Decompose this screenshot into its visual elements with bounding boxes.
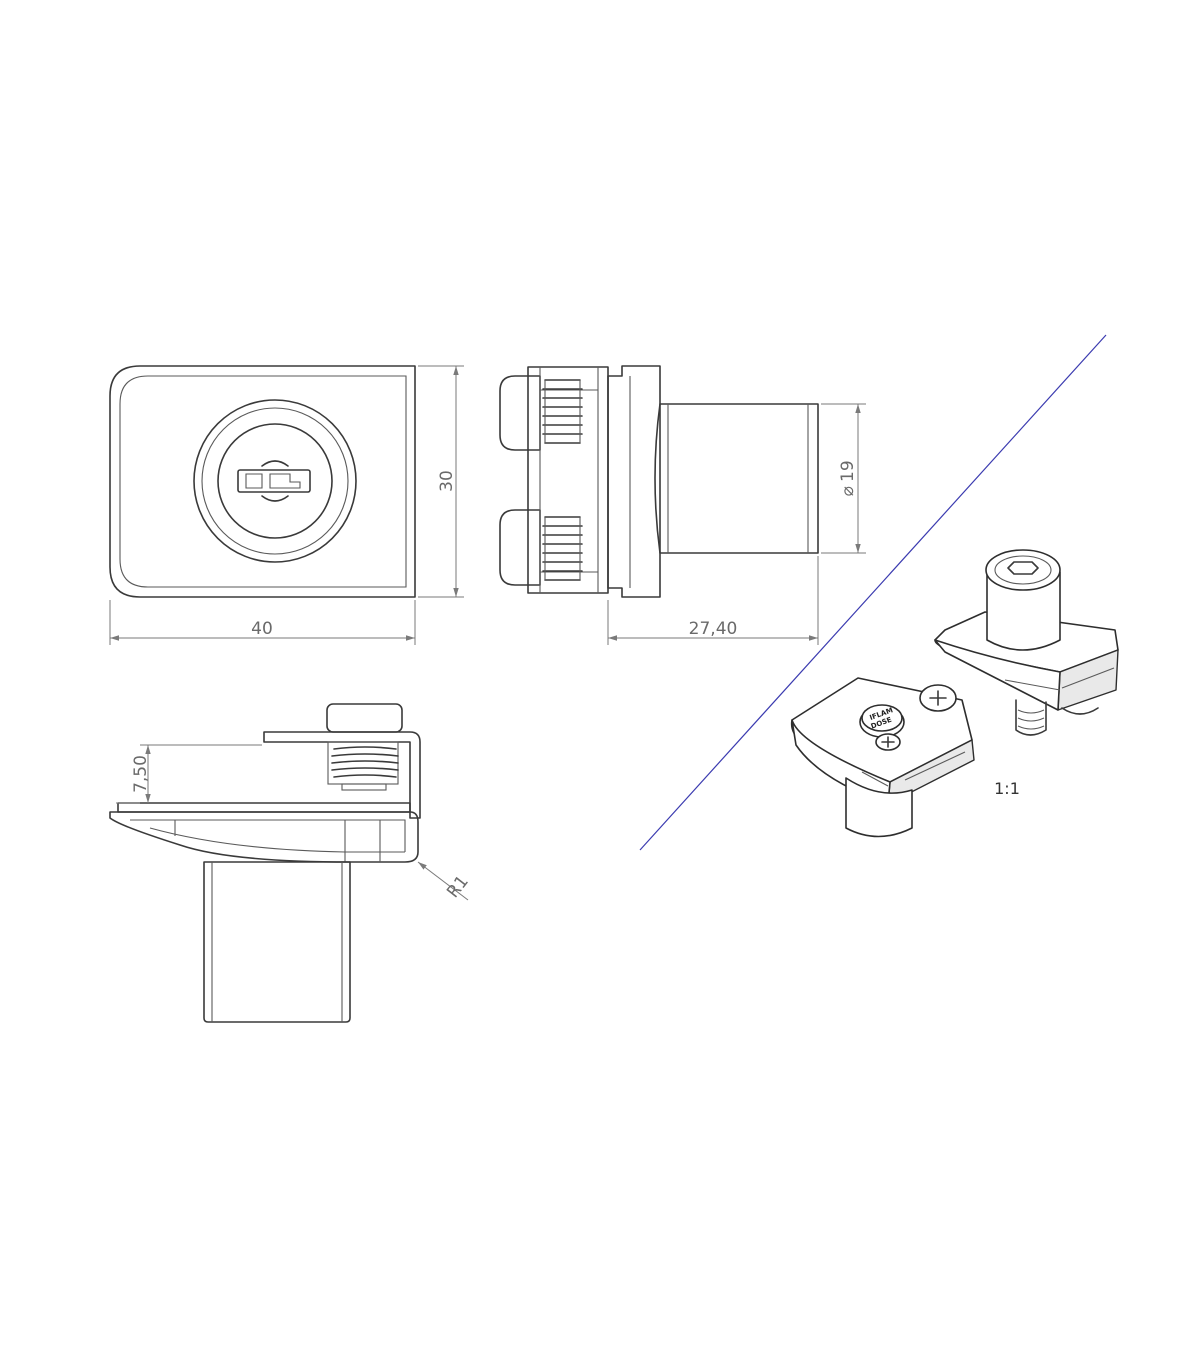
dimension-offset-label: 7,50: [131, 755, 151, 793]
isometric-view: IFLAM DOSE 1:1: [790, 549, 1119, 838]
upper-thread: [542, 379, 583, 444]
front-plate-outline: [109, 365, 416, 598]
flange: [607, 365, 661, 598]
side-view: [499, 365, 819, 598]
clamp-bracket: [263, 731, 421, 819]
keyhole-icon: [237, 460, 311, 502]
dimension-height-label: 30: [437, 470, 457, 492]
screw-head: [326, 703, 403, 733]
dimension-depth-label: 27,40: [689, 619, 738, 639]
front-plate-inner: [119, 375, 407, 588]
diameter-symbol: ⌀: [838, 486, 858, 496]
bottom-view: [109, 703, 421, 1023]
lower-thread: [542, 516, 583, 581]
lock-middle-ring: [201, 407, 349, 555]
section-divider-line: [639, 334, 1107, 851]
lock-part-isometric: [934, 549, 1119, 736]
lock-outer-ring: [193, 399, 357, 563]
side-dimensions: 27,40 ⌀ 19: [607, 403, 866, 645]
screw-head-icon: [919, 684, 957, 712]
upper-boss: [499, 375, 541, 451]
lower-boss: [499, 509, 541, 586]
lock-cylinder: [654, 403, 819, 554]
screw-head-icon: IFLAM DOSE: [859, 704, 905, 751]
bottom-thread: [327, 741, 399, 791]
dimension-radius-label: R1: [443, 872, 473, 902]
clamp-part-isometric: IFLAM DOSE: [790, 677, 975, 838]
front-dimensions: 40 30: [109, 365, 464, 645]
dimension-diameter-label: 19: [838, 460, 858, 482]
front-view: [109, 365, 416, 598]
bottom-cylinder: [203, 861, 351, 1023]
scale-label: 1:1: [994, 779, 1020, 798]
glass-plate: [117, 802, 411, 813]
dimension-width-label: 40: [251, 619, 273, 639]
lock-cylinder-face: [217, 423, 333, 539]
